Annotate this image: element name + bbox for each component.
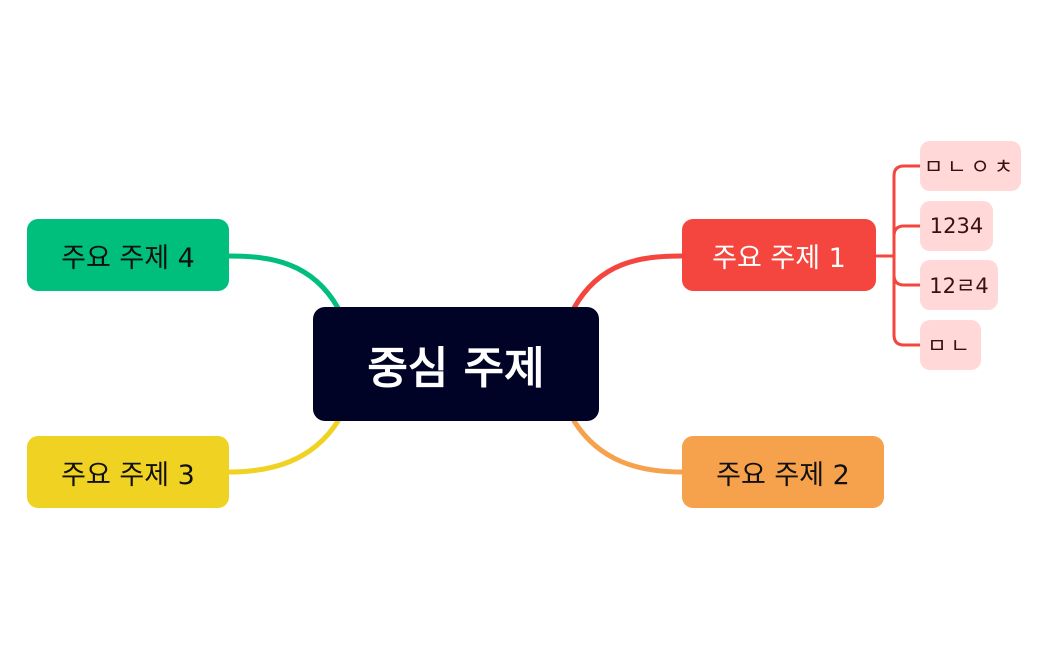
subtopic-1-node[interactable]: ㅁㄴㅇㅊ (920, 141, 1021, 191)
main-topic-1-label: 주요 주제 1 (712, 242, 846, 274)
main-topic-3-label: 주요 주제 3 (61, 459, 195, 491)
connector-topic-1-to-sub-1 (892, 164, 922, 258)
main-topic-1-node[interactable]: 주요 주제 1 (682, 219, 876, 291)
connector-central-to-topic-4 (226, 253, 341, 311)
main-topic-2-node[interactable]: 주요 주제 2 (682, 436, 884, 508)
subtopic-1-label: ㅁㄴㅇㅊ (923, 155, 1018, 179)
central-topic-node[interactable]: 중심 주제 (313, 307, 599, 421)
subtopic-3-label: 12ㄹ4 (929, 274, 989, 298)
connector-topic-1-to-sub-4 (892, 254, 922, 347)
connector-central-to-topic-3 (226, 418, 341, 475)
subtopic-4-label: ㅁㄴ (927, 334, 974, 358)
main-topic-2-label: 주요 주제 2 (716, 459, 850, 491)
subtopic-connectors (874, 164, 922, 347)
connector-central-to-topic-1 (571, 253, 685, 311)
subtopic-4-node[interactable]: ㅁㄴ (920, 320, 981, 370)
main-topic-3-node[interactable]: 주요 주제 3 (27, 436, 229, 508)
main-topic-4-node[interactable]: 주요 주제 4 (27, 219, 229, 291)
main-topic-4-label: 주요 주제 4 (61, 242, 195, 274)
connector-central-to-topic-2 (571, 418, 685, 475)
connector-topic-1-to-sub-2 (892, 224, 922, 258)
subtopic-2-label: 1234 (929, 214, 984, 238)
connector-topic-1-to-sub-3 (892, 254, 922, 287)
central-topic-label: 중심 주제 (367, 343, 545, 394)
subtopic-3-node[interactable]: 12ㄹ4 (920, 260, 998, 310)
subtopic-2-node[interactable]: 1234 (920, 201, 993, 251)
